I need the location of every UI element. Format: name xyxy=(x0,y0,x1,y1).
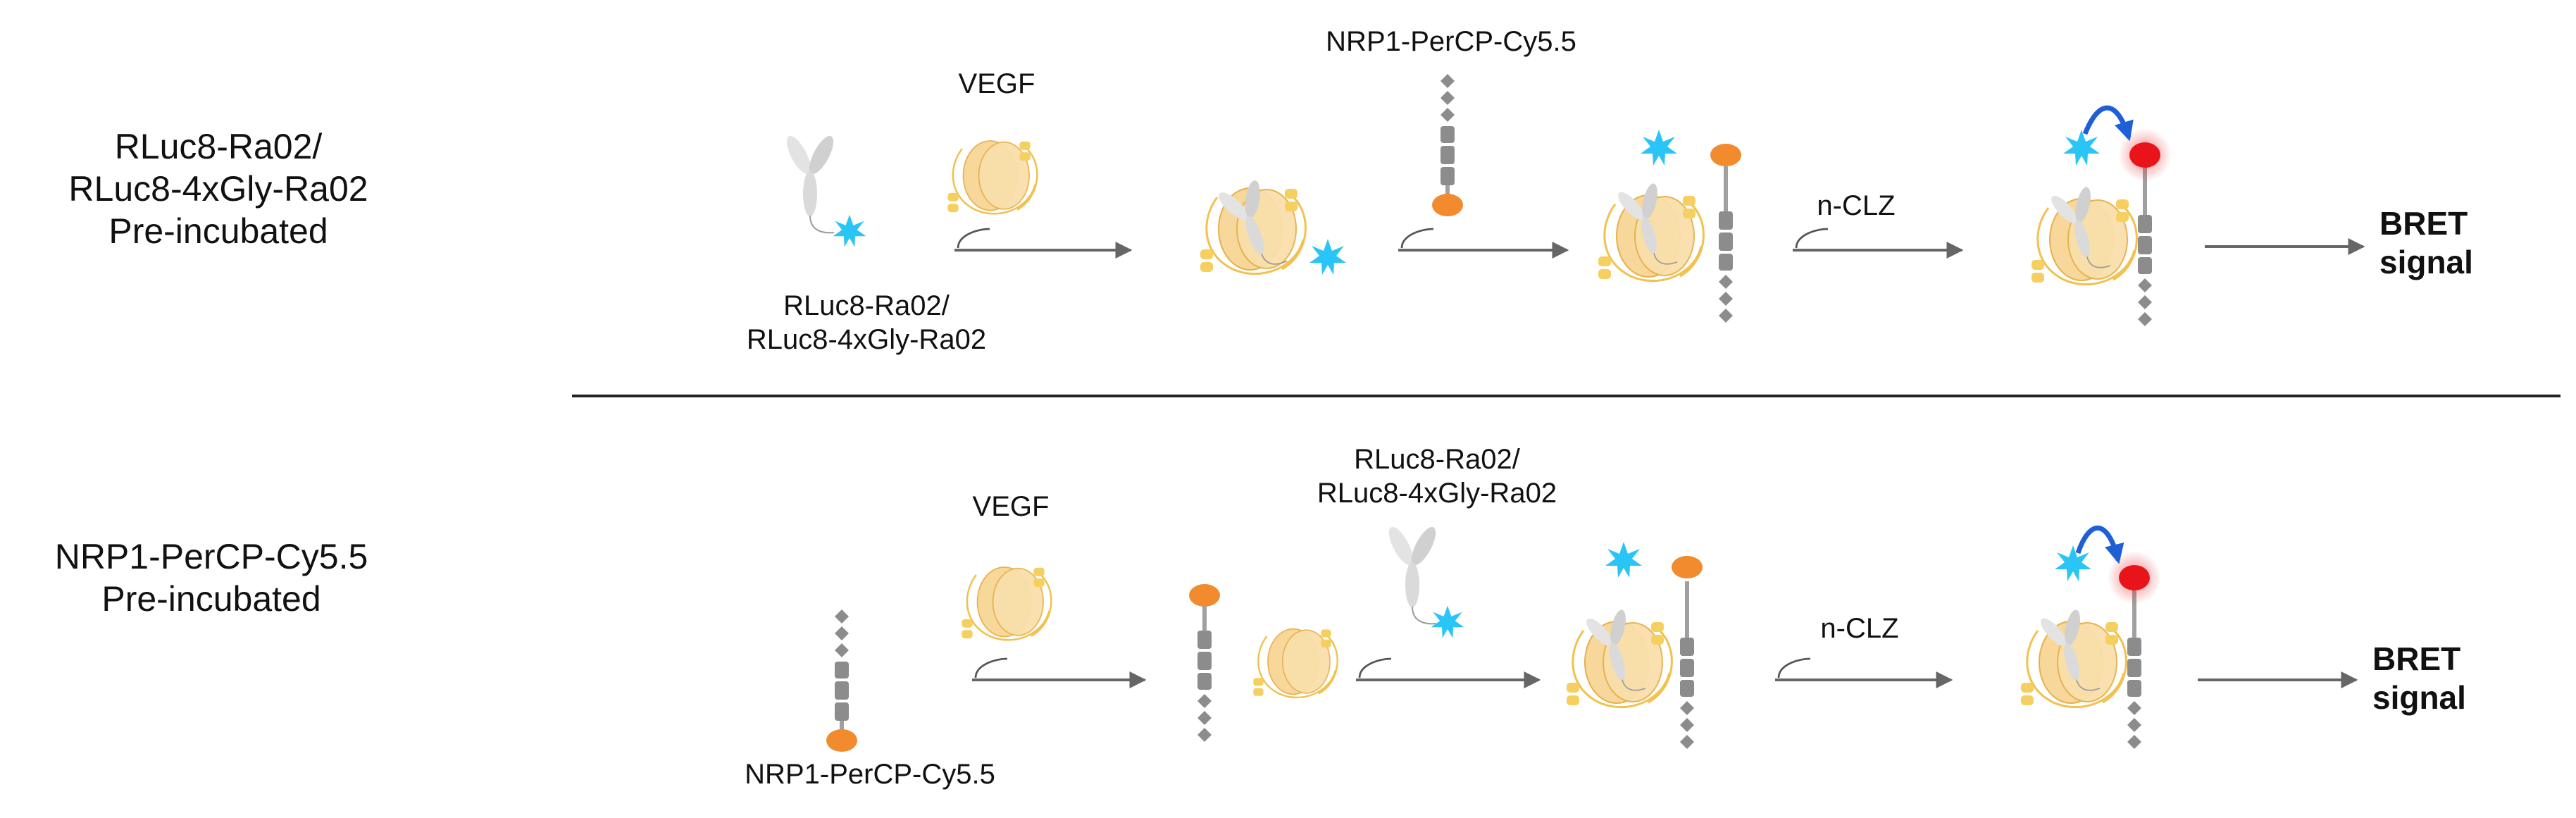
row1-condition-label: RLuc8-Ra02/ RLuc8-4xGly-Ra02 Pre-incubat… xyxy=(14,125,423,252)
row1-energy-transfer-arrow xyxy=(2082,105,2134,142)
row2-condition-label: NRP1-PerCP-Cy5.5 Pre-incubated xyxy=(0,535,423,620)
row1-nrp1-label: NRP1-PerCP-Cy5.5 xyxy=(1326,26,1576,57)
row2-rluc-label: RLuc8-Ra02/ RLuc8-4xGly-Ra02 xyxy=(1233,442,1641,510)
row1-nclz-label: n-CLZ xyxy=(1817,190,1896,221)
row1-start-line1: RLuc8-Ra02/ xyxy=(783,290,950,321)
row2-start-label: NRP1-PerCP-Cy5.5 xyxy=(745,759,995,790)
row1-condition-line2: RLuc8-4xGly-Ra02 xyxy=(68,169,368,209)
row1-vegf-molecule xyxy=(947,140,1038,215)
row1-arrow-1 xyxy=(954,228,1133,259)
row1-result-label: BRET signal xyxy=(2379,204,2520,282)
row1-start-label: RLuc8-Ra02/ RLuc8-4xGly-Ra02 xyxy=(662,289,1071,357)
row1-complex-2 xyxy=(1597,130,1741,323)
row1-vegf-label: VEGF xyxy=(958,68,1035,99)
row2-vegf-molecule xyxy=(961,566,1052,641)
row2-arrow-2 xyxy=(1356,657,1541,688)
row1-start-line2: RLuc8-4xGly-Ra02 xyxy=(746,324,987,355)
row2-complex-2 xyxy=(1565,542,1703,749)
row1-arrow-2 xyxy=(1398,228,1569,259)
row1-antibody-start xyxy=(781,132,866,247)
row1-complex-3 xyxy=(2030,105,2172,326)
row2-nclz-label: n-CLZ xyxy=(1820,613,1899,644)
row1-complex-1 xyxy=(1199,174,1346,278)
row1-condition-line3: Pre-incubated xyxy=(108,211,328,251)
row2-complex-1 xyxy=(1189,584,1338,742)
row2-nrp1-start xyxy=(826,609,857,752)
row1-result-line1: BRET xyxy=(2379,205,2468,242)
row2-antibody-molecule xyxy=(1383,523,1464,638)
row2-rluc-line1: RLuc8-Ra02/ xyxy=(1354,444,1520,475)
row2-energy-transfer-arrow xyxy=(2075,526,2124,564)
row1-condition-line1: RLuc8-Ra02/ xyxy=(114,127,323,166)
row1-arrow-3 xyxy=(1793,228,1964,259)
row2-rluc-line2: RLuc8-4xGly-Ra02 xyxy=(1317,478,1557,509)
row2-result-line1: BRET xyxy=(2372,640,2461,677)
row2-condition-line2: Pre-incubated xyxy=(101,579,321,619)
row2-arrow-3 xyxy=(1775,657,1953,688)
row2-condition-line1: NRP1-PerCP-Cy5.5 xyxy=(54,537,368,576)
row2-result-label: BRET signal xyxy=(2372,640,2513,717)
row2-arrow-1 xyxy=(972,657,1147,688)
row2-complex-3 xyxy=(2020,526,2161,749)
row1-result-line2: signal xyxy=(2379,244,2473,281)
row2-result-line2: signal xyxy=(2372,679,2466,717)
row1-nrp1-receptor xyxy=(1432,74,1463,216)
row2-vegf-label: VEGF xyxy=(972,491,1050,522)
